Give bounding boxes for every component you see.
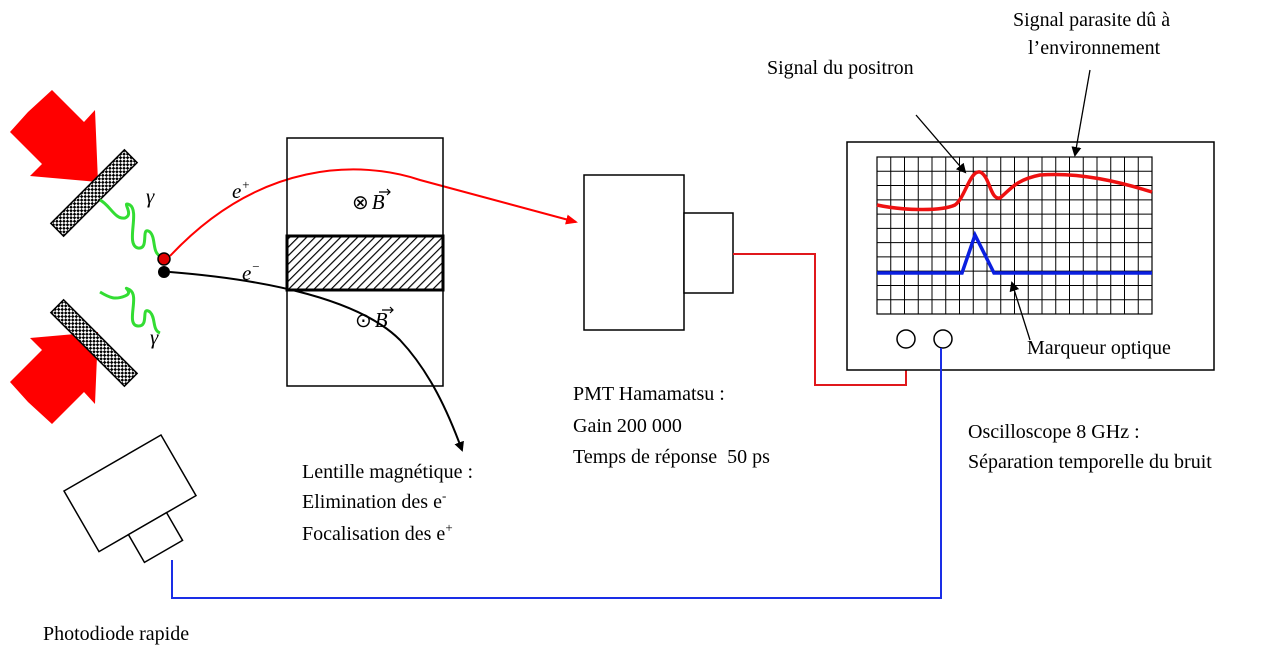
- pmt-title: PMT Hamamatsu :: [573, 383, 725, 405]
- vector-arrow-bottom: [382, 306, 394, 314]
- gamma-label-top: γ: [146, 184, 155, 208]
- optical-marker-trace: [877, 230, 1152, 275]
- signal-positron-label: Signal du positron: [767, 57, 914, 79]
- e-minus-label: e−: [242, 259, 260, 285]
- parasite-signal-pointer: [1071, 69, 1091, 157]
- gamma-wave-top: [99, 198, 161, 258]
- magnetic-lens: [285, 137, 445, 387]
- positron-dot: [157, 252, 171, 266]
- laser-arrow-bottom: [10, 332, 98, 424]
- lens-title: Lentille magnétique :: [302, 461, 473, 483]
- target-bottom: [49, 298, 139, 388]
- pmt: [583, 174, 734, 331]
- electron-dot: [158, 266, 170, 278]
- osc-subtitle: Séparation temporelle du bruit: [968, 451, 1212, 473]
- electron-trajectory: [169, 271, 464, 452]
- positron-signal-pointer: [915, 114, 967, 174]
- gamma-label-bottom: γ: [150, 325, 159, 349]
- e-plus-label: e+: [232, 177, 250, 203]
- positron-signal-trace: [876, 170, 1153, 212]
- gamma-wave-bottom: [99, 286, 161, 335]
- input-port-2: [933, 329, 953, 349]
- photodiode: [62, 434, 198, 564]
- photodiode-label: Photodiode rapide: [43, 623, 189, 645]
- pmt-gain: Gain 200 000: [573, 415, 682, 437]
- input-port-1: [896, 329, 916, 349]
- marker-label: Marqueur optique: [1027, 337, 1171, 359]
- vector-arrow-top: [379, 188, 391, 196]
- lens-line-2: Elimination des e-: [302, 488, 446, 513]
- pmt-response: Temps de réponse 50 ps: [573, 446, 770, 468]
- positron-trajectory: [169, 168, 578, 257]
- photodiode-cable: [171, 348, 942, 599]
- b-field-out-label: ⊙B: [355, 308, 388, 332]
- marker-pointer: [1009, 281, 1031, 341]
- laser-arrow-top: [10, 90, 98, 182]
- b-field-in-label: ⊗B: [352, 190, 385, 214]
- lens-line-3: Focalisation des e+: [302, 520, 453, 545]
- osc-title: Oscilloscope 8 GHz :: [968, 421, 1140, 443]
- pmt-cable: [733, 253, 907, 386]
- signal-parasite-label-2: l’environnement: [1028, 37, 1161, 59]
- signal-parasite-label-1: Signal parasite dû à: [1013, 9, 1170, 31]
